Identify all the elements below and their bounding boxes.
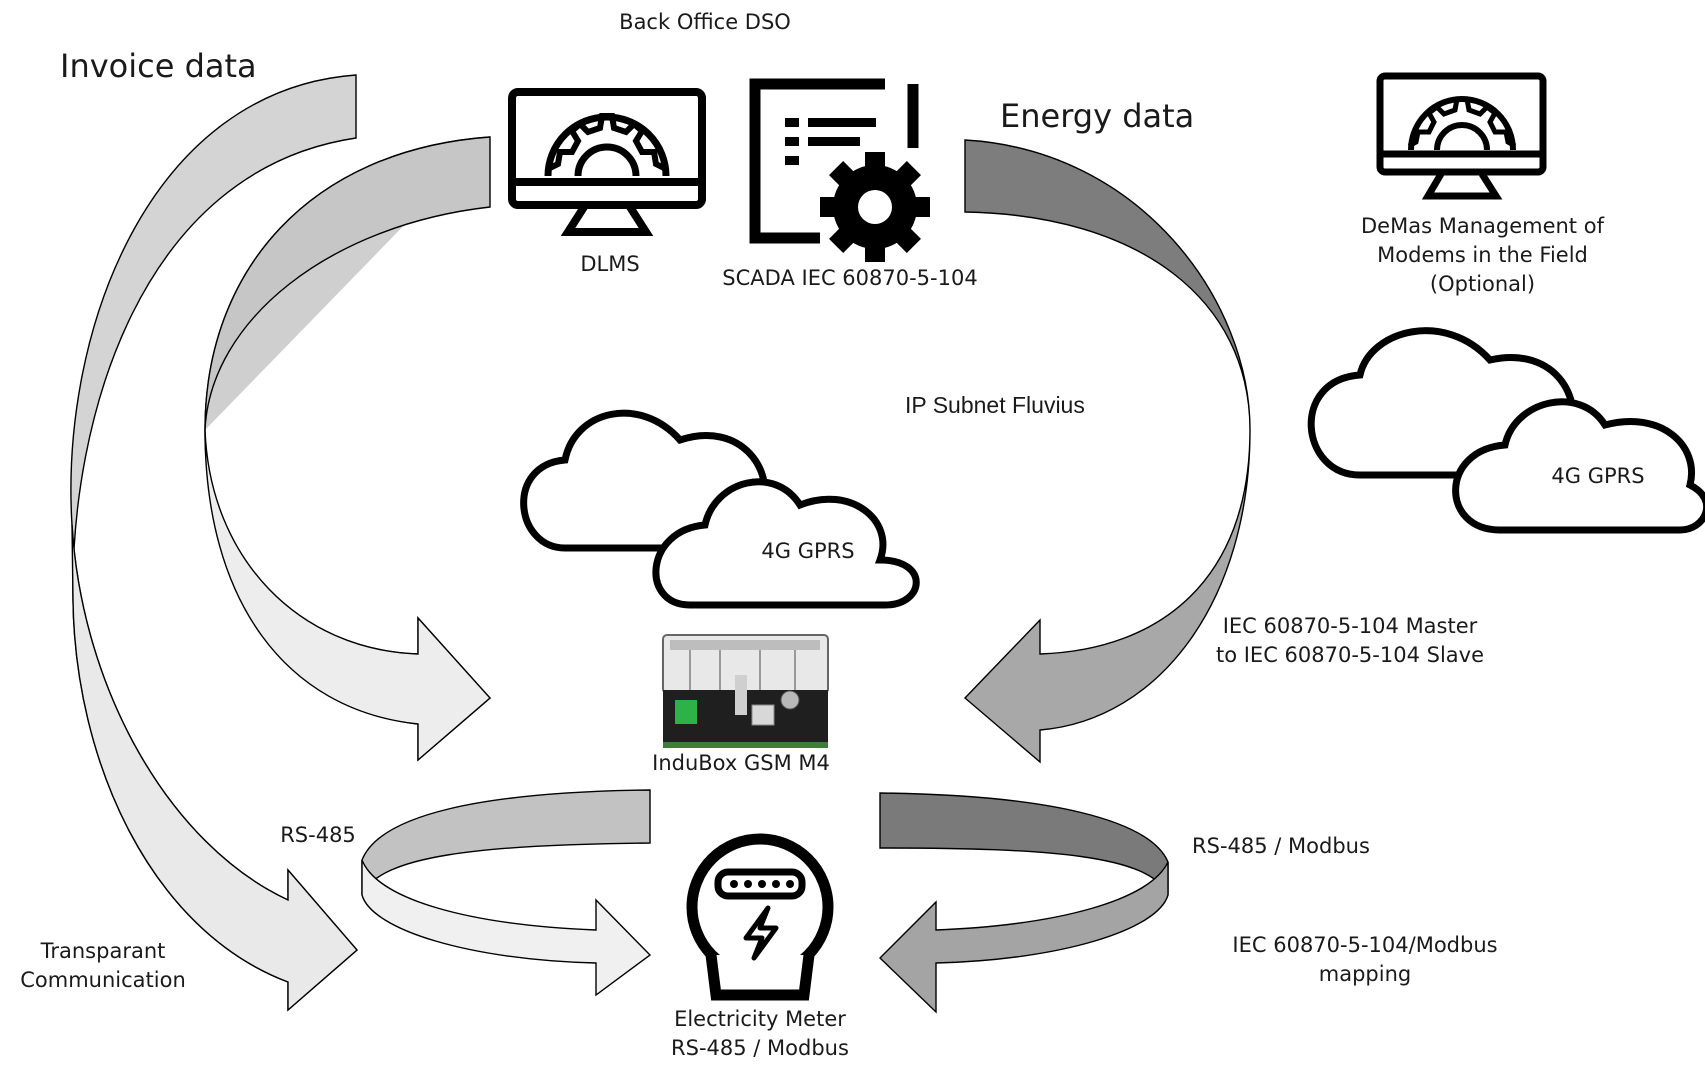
modbus-loop-back (879, 792, 1169, 896)
scada-label: SCADA IEC 60870-5-104 (722, 266, 978, 290)
energy-arrow-shaft (964, 139, 1251, 431)
iec-master-slave-label: IEC 60870-5-104 Master to IEC 60870-5-10… (1215, 614, 1485, 667)
rs485-loop-back (361, 789, 651, 896)
indubox-label: InduBox GSM M4 (652, 751, 830, 775)
modbus-loop-arrow (879, 792, 1169, 1014)
invoice-flow-arrow (70, 74, 358, 1012)
cloud-center-label: 4G GPRS (761, 539, 855, 563)
demas-monitor-icon (1376, 72, 1547, 200)
iec-modbus-mapping-label: IEC 60870-5-104/Modbus mapping (1232, 933, 1498, 986)
back-office-title: Back Office DSO (619, 10, 791, 34)
demas-label: DeMas Management of Modems in the Field … (1361, 214, 1604, 296)
rs485-loop-front (361, 859, 652, 997)
subnet-label: IP Subnet Fluvius (905, 392, 1085, 418)
dlms-flow-arrow (204, 136, 491, 762)
rs485-modbus-label: RS-485 / Modbus (1192, 834, 1370, 858)
invoice-arrow-face (71, 524, 358, 1012)
invoice-data-label: Invoice data (60, 47, 257, 85)
cloud-right-icon (1307, 327, 1705, 534)
modbus-loop-front (879, 861, 1169, 1014)
dlms-arrow-face (204, 429, 491, 762)
indubox-device-icon (662, 634, 829, 748)
rs485-loop-arrow (361, 789, 652, 997)
scada-gear-icon (749, 78, 930, 262)
dlms-arrow-shaft-back (204, 136, 491, 431)
transparent-communication-label: Transparant Communication (20, 939, 186, 992)
cloud-right-label: 4G GPRS (1551, 464, 1645, 488)
rs485-label: RS-485 (280, 823, 356, 847)
electricity-meter-icon (686, 833, 834, 1001)
dlms-label: DLMS (580, 252, 640, 276)
energy-arrow-face (963, 429, 1251, 764)
energy-data-label: Energy data (1000, 97, 1195, 135)
electricity-meter-label: Electricity Meter RS-485 / Modbus (671, 1007, 849, 1060)
dlms-monitor-icon (508, 88, 706, 236)
cloud-center-icon (520, 409, 920, 609)
energy-flow-arrow (963, 139, 1251, 764)
